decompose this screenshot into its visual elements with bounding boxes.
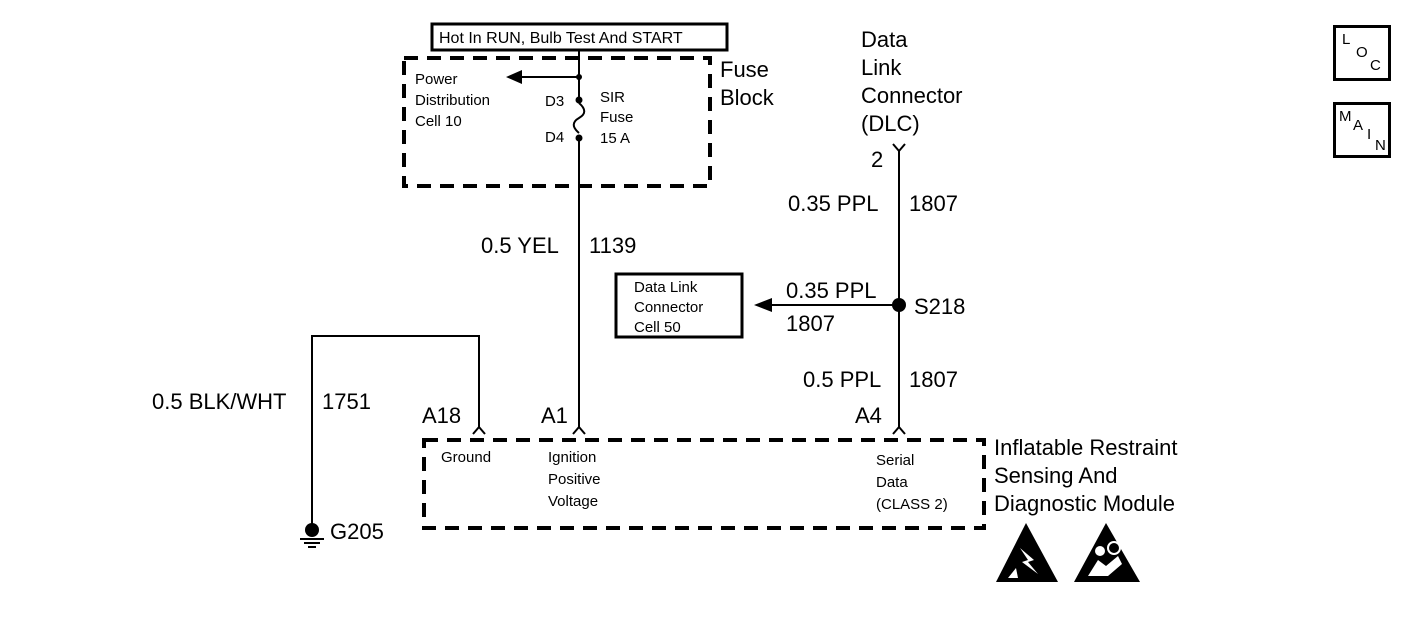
dlc-line1: Data [861,27,908,52]
module-ground: Ground [441,449,491,466]
fuse-label-2: Fuse [600,109,633,126]
main-m: M [1339,108,1352,125]
dlc-pin: 2 [871,147,883,172]
pin-a1-label: A1 [541,403,568,428]
module-box [422,438,986,530]
dlc-ref-box [614,272,744,339]
ground-wire [311,335,480,530]
main-button[interactable]: M A I N [1333,102,1391,158]
power-dist-arrow [506,70,522,84]
dlc-ref-1: Data Link [634,279,698,296]
yel-gauge: 0.5 YEL [481,233,559,258]
module-title-2: Sensing And [994,463,1118,488]
pin-a18-connector [472,425,486,435]
dlc-line3: Connector [861,83,963,108]
power-dist-3: Cell 10 [415,113,462,130]
pin-d4: D4 [545,129,564,146]
module-serial-1: Serial [876,452,914,469]
loc-c: C [1370,57,1381,74]
fuse-block-title-1: Fuse [720,57,769,82]
main-n: N [1375,137,1386,154]
airbag-warning-icon [1074,523,1140,582]
ppl-bottom-circuit: 1807 [909,367,958,392]
ground-point-label: G205 [330,519,384,544]
fuse-block-box [402,56,712,188]
dlc-ref-3: Cell 50 [634,319,681,336]
module-title-1: Inflatable Restraint [994,435,1177,460]
ppl-top-gauge: 0.35 PPL [788,191,879,216]
splice-label: S218 [914,294,965,319]
fuse-d4-dot [575,134,583,142]
module-ign-1: Ignition [548,449,596,466]
dlc-line4: (DLC) [861,111,920,136]
dlc-line2: Link [861,55,902,80]
main-i: I [1367,126,1372,143]
ppl-bottom-gauge: 0.5 PPL [803,367,881,392]
blk-circuit: 1751 [322,389,371,414]
module-serial-2: Data [876,474,908,491]
pin-a18-label: A18 [422,403,461,428]
fuse-symbol [572,102,586,134]
pin-d3: D3 [545,93,564,110]
fuse-label-1: SIR [600,89,625,106]
ppl-top-circuit: 1807 [909,191,958,216]
main-a: A [1353,117,1364,134]
feed-splice-dot [576,74,582,80]
ground-point-dot [305,523,319,537]
pin-a4-label: A4 [855,403,882,428]
fuse-block-title-2: Block [720,85,775,110]
fuse-d3-dot [575,96,583,104]
loc-o: O [1356,44,1368,61]
power-header-text: Hot In RUN, Bulb Test And START [439,30,683,47]
blk-gauge: 0.5 BLK/WHT [152,389,286,414]
fuse-label-3: 15 A [600,130,630,147]
dlc-ref-2: Connector [634,299,703,316]
dlc-branch-arrow [754,298,772,312]
module-title-3: Diagnostic Module [994,491,1175,516]
module-ign-3: Voltage [548,493,598,510]
ppl-branch-gauge: 0.35 PPL [786,278,877,303]
dlc-connector [892,143,906,153]
esd-warning-icon [996,523,1058,582]
pin-a4-connector [892,425,906,435]
module-ign-2: Positive [548,471,601,488]
pin-a1-connector [572,425,586,435]
ppl-branch-circuit: 1807 [786,311,835,336]
loc-button[interactable]: L O C [1333,25,1391,81]
loc-l: L [1342,31,1351,48]
yel-circuit: 1139 [589,233,636,258]
power-dist-2: Distribution [415,92,490,109]
module-serial-3: (CLASS 2) [876,496,948,513]
power-dist-1: Power [415,71,458,88]
